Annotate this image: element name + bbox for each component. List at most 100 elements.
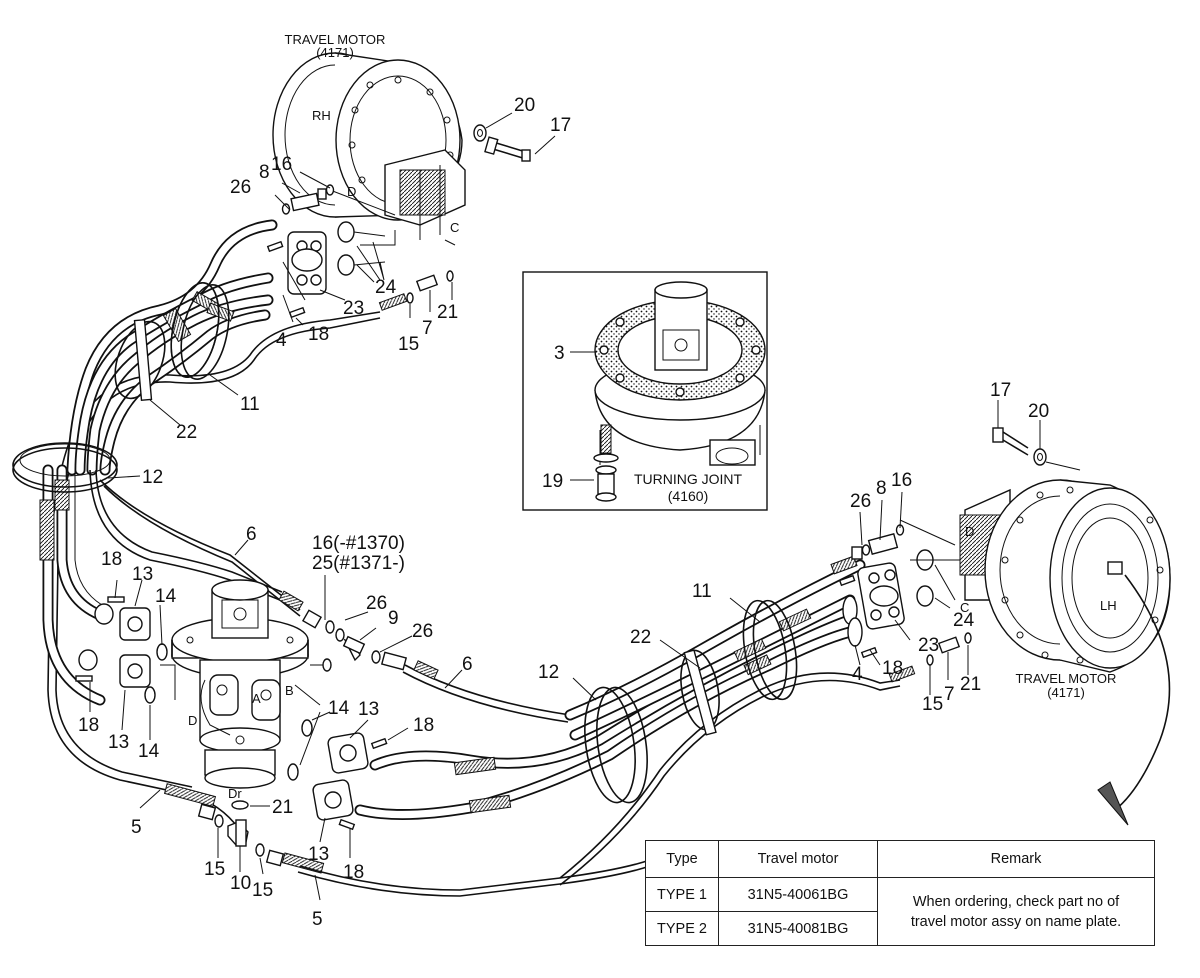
callout-16-lh: 16 <box>891 470 912 491</box>
callout-14-tr: 14 <box>328 698 350 719</box>
table-header-motor: Travel motor <box>718 840 878 878</box>
callout-16-rh: 16 <box>271 154 292 175</box>
callout-9-tj: 9 <box>388 608 399 629</box>
port-b-tj: B <box>285 683 294 698</box>
travel-motor-rh: RH TRAVEL MOTOR (4171) D C <box>272 32 466 246</box>
callout-22-right: 22 <box>630 627 651 648</box>
callout-18-lh: 18 <box>882 658 903 679</box>
hose-6-upper <box>99 479 301 611</box>
table-cell-motor: 31N5-40061BG <box>718 877 878 912</box>
callout-21-tj: 21 <box>272 797 293 818</box>
table-cell-motor: 31N5-40081BG <box>718 911 878 946</box>
callout-15-bl: 15 <box>204 859 225 880</box>
callout-13-br: 13 <box>308 844 329 865</box>
callout-23-lh: 23 <box>918 635 939 656</box>
callout-15-br: 15 <box>252 880 273 901</box>
callout-20-lh: 20 <box>1028 401 1049 422</box>
port-c-label: C <box>450 220 459 235</box>
table-header-type: Type <box>645 840 719 878</box>
rotation-arrow-head <box>1097 781 1129 826</box>
callout-13-tl: 13 <box>132 564 153 585</box>
rh-fittings <box>266 184 454 319</box>
flange-13-left <box>75 596 168 704</box>
travel-motor-lh-code: (4171) <box>1047 685 1085 700</box>
travel-motor-rh-title: TRAVEL MOTOR <box>285 32 386 47</box>
callout-6-upper: 6 <box>246 524 257 545</box>
callout-10: 10 <box>230 873 251 894</box>
callout-26-rh: 26 <box>230 177 251 198</box>
type-table: Type Travel motor Remark TYPE 1 31N5-400… <box>645 840 1155 946</box>
clamp-11-right <box>742 599 798 701</box>
port-c-lh: C <box>960 600 969 615</box>
callout-5-bottom: 5 <box>312 909 323 930</box>
table-cell-remark: When ordering, check part no of travel m… <box>877 877 1155 946</box>
port-a-tj: A <box>252 691 261 706</box>
callout-20-rh: 20 <box>514 95 535 116</box>
turning-joint-title: TURNING JOINT <box>634 471 743 487</box>
callout-4-lh: 4 <box>852 664 863 685</box>
table-row: TYPE 1 31N5-40061BG When ordering, check… <box>645 877 1155 946</box>
drain-fittings <box>163 783 325 874</box>
turning-joint-code: (4160) <box>668 488 708 504</box>
callout-18-tr: 18 <box>413 715 434 736</box>
callout-8-rh: 8 <box>259 162 270 183</box>
hose-bundle <box>39 219 381 831</box>
callout-7-lh: 7 <box>944 684 955 705</box>
table-row: TYPE 2 31N5-40081BG <box>645 911 1155 946</box>
callout-19: 19 <box>542 471 563 492</box>
callout-5-left: 5 <box>131 817 142 838</box>
callout-18-tl: 18 <box>101 549 122 570</box>
clamp-12-right <box>584 686 648 804</box>
table-header-remark: Remark <box>877 840 1155 878</box>
callout-14-bl: 14 <box>138 741 160 762</box>
bolt-17-rh <box>473 112 556 162</box>
callout-3: 3 <box>554 343 565 364</box>
travel-motor-lh-title: TRAVEL MOTOR <box>1016 671 1117 686</box>
callout-8-lh: 8 <box>876 478 887 499</box>
turning-joint-detail <box>522 271 768 511</box>
bolt-17-lh <box>992 400 1081 471</box>
travel-motor-rh-code: (4171) <box>316 45 354 60</box>
clamp-12-left <box>12 442 118 493</box>
callout-4-rh: 4 <box>276 330 287 351</box>
oring-21-tj <box>231 800 249 810</box>
port-dr-tj: Dr <box>228 786 242 801</box>
callout-16-tj: 16(-#1370) <box>312 533 405 554</box>
port-d-lh: D <box>965 524 974 539</box>
callout-18-rh: 18 <box>308 324 329 345</box>
lh-fittings <box>830 524 972 683</box>
callout-21-lh: 21 <box>960 674 981 695</box>
turning-joint-assembly: D A B Dr <box>160 579 330 801</box>
callout-11-right: 11 <box>692 581 712 602</box>
callout-22-rh: 22 <box>176 422 197 443</box>
table-header-row: Type Travel motor Remark <box>645 840 1155 878</box>
callout-24-lh: 24 <box>953 610 975 631</box>
callout-11-rh: 11 <box>240 394 260 415</box>
clamp-22-rh <box>114 318 166 402</box>
port-d-tj: D <box>188 713 197 728</box>
callout-26-lh: 26 <box>850 491 871 512</box>
callout-26-tj-b: 26 <box>412 621 433 642</box>
callout-25-tj: 25(#1371-) <box>312 553 405 574</box>
tj-right-fittings <box>322 620 408 672</box>
rotation-arrow <box>1114 574 1171 811</box>
callout-21-rh: 21 <box>437 302 458 323</box>
table-cell-type: TYPE 2 <box>645 911 719 946</box>
clamp-11-rh <box>170 282 230 380</box>
callout-26-tj-a: 26 <box>366 593 387 614</box>
callout-12-right: 12 <box>538 662 559 683</box>
travel-motor-lh: LH D C <box>899 479 1171 673</box>
remark-line-1: When ordering, check part no of <box>912 893 1120 910</box>
callout-18-bl: 18 <box>78 715 99 736</box>
callout-17-rh: 17 <box>550 115 571 136</box>
callout-13-tr: 13 <box>358 699 379 720</box>
callout-24-rh: 24 <box>375 277 397 298</box>
callout-6-lower: 6 <box>462 654 473 675</box>
port-d-label: D <box>347 184 356 199</box>
callout-13-bl: 13 <box>108 732 129 753</box>
callout-15-rh: 15 <box>398 334 419 355</box>
callout-23-rh: 23 <box>343 298 364 319</box>
table-cell-type: TYPE 1 <box>645 877 719 912</box>
